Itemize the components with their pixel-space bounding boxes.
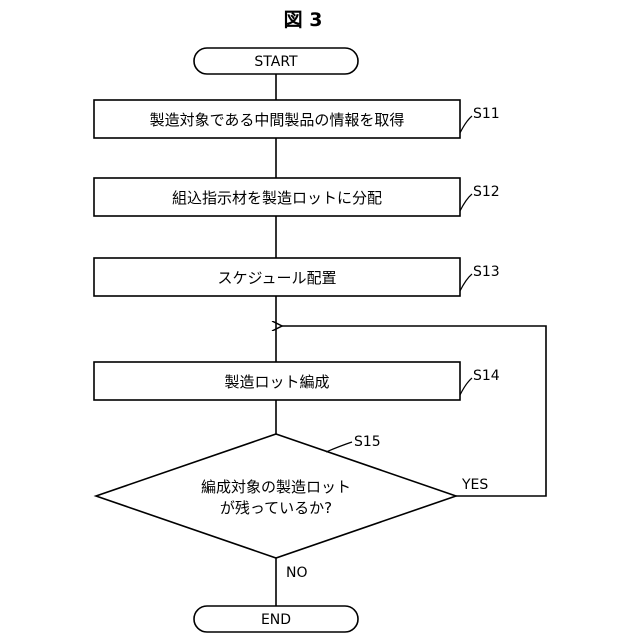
s15-label-line2: が残っているか? bbox=[220, 499, 332, 517]
process-box-s13: スケジュール配置 bbox=[94, 258, 460, 296]
s15-leader-line bbox=[326, 442, 352, 452]
step-label-s12: S12 bbox=[473, 184, 500, 200]
start-label: START bbox=[254, 54, 298, 70]
step-label-s14: S14 bbox=[473, 368, 500, 384]
s12-label: 組込指示材を製造ロットに分配 bbox=[172, 189, 382, 207]
end-terminal: END bbox=[194, 606, 358, 632]
figure-title: 図 3 bbox=[284, 9, 323, 31]
s14-leader-line bbox=[460, 378, 472, 395]
step-label-s15: S15 bbox=[354, 434, 381, 450]
process-box-s14: 製造ロット編成 bbox=[94, 362, 460, 400]
step-label-s11: S11 bbox=[473, 106, 500, 122]
process-box-s11: 製造対象である中間製品の情報を取得 bbox=[94, 100, 460, 138]
s12-leader-line bbox=[460, 194, 472, 211]
s14-label: 製造ロット編成 bbox=[224, 373, 329, 391]
s13-label: スケジュール配置 bbox=[218, 269, 337, 287]
s13-leader-line bbox=[460, 274, 472, 291]
process-box-s12: 組込指示材を製造ロットに分配 bbox=[94, 178, 460, 216]
yes-branch-label: YES bbox=[461, 477, 488, 493]
decision-diamond-s15: 編成対象の製造ロット が残っているか? bbox=[96, 434, 456, 558]
start-terminal: START bbox=[194, 48, 358, 74]
s11-leader-line bbox=[460, 116, 472, 133]
s11-label: 製造対象である中間製品の情報を取得 bbox=[150, 111, 405, 129]
s15-label-line1: 編成対象の製造ロット bbox=[201, 478, 351, 496]
no-branch-label: NO bbox=[286, 565, 308, 581]
step-label-s13: S13 bbox=[473, 264, 500, 280]
end-label: END bbox=[261, 612, 291, 628]
